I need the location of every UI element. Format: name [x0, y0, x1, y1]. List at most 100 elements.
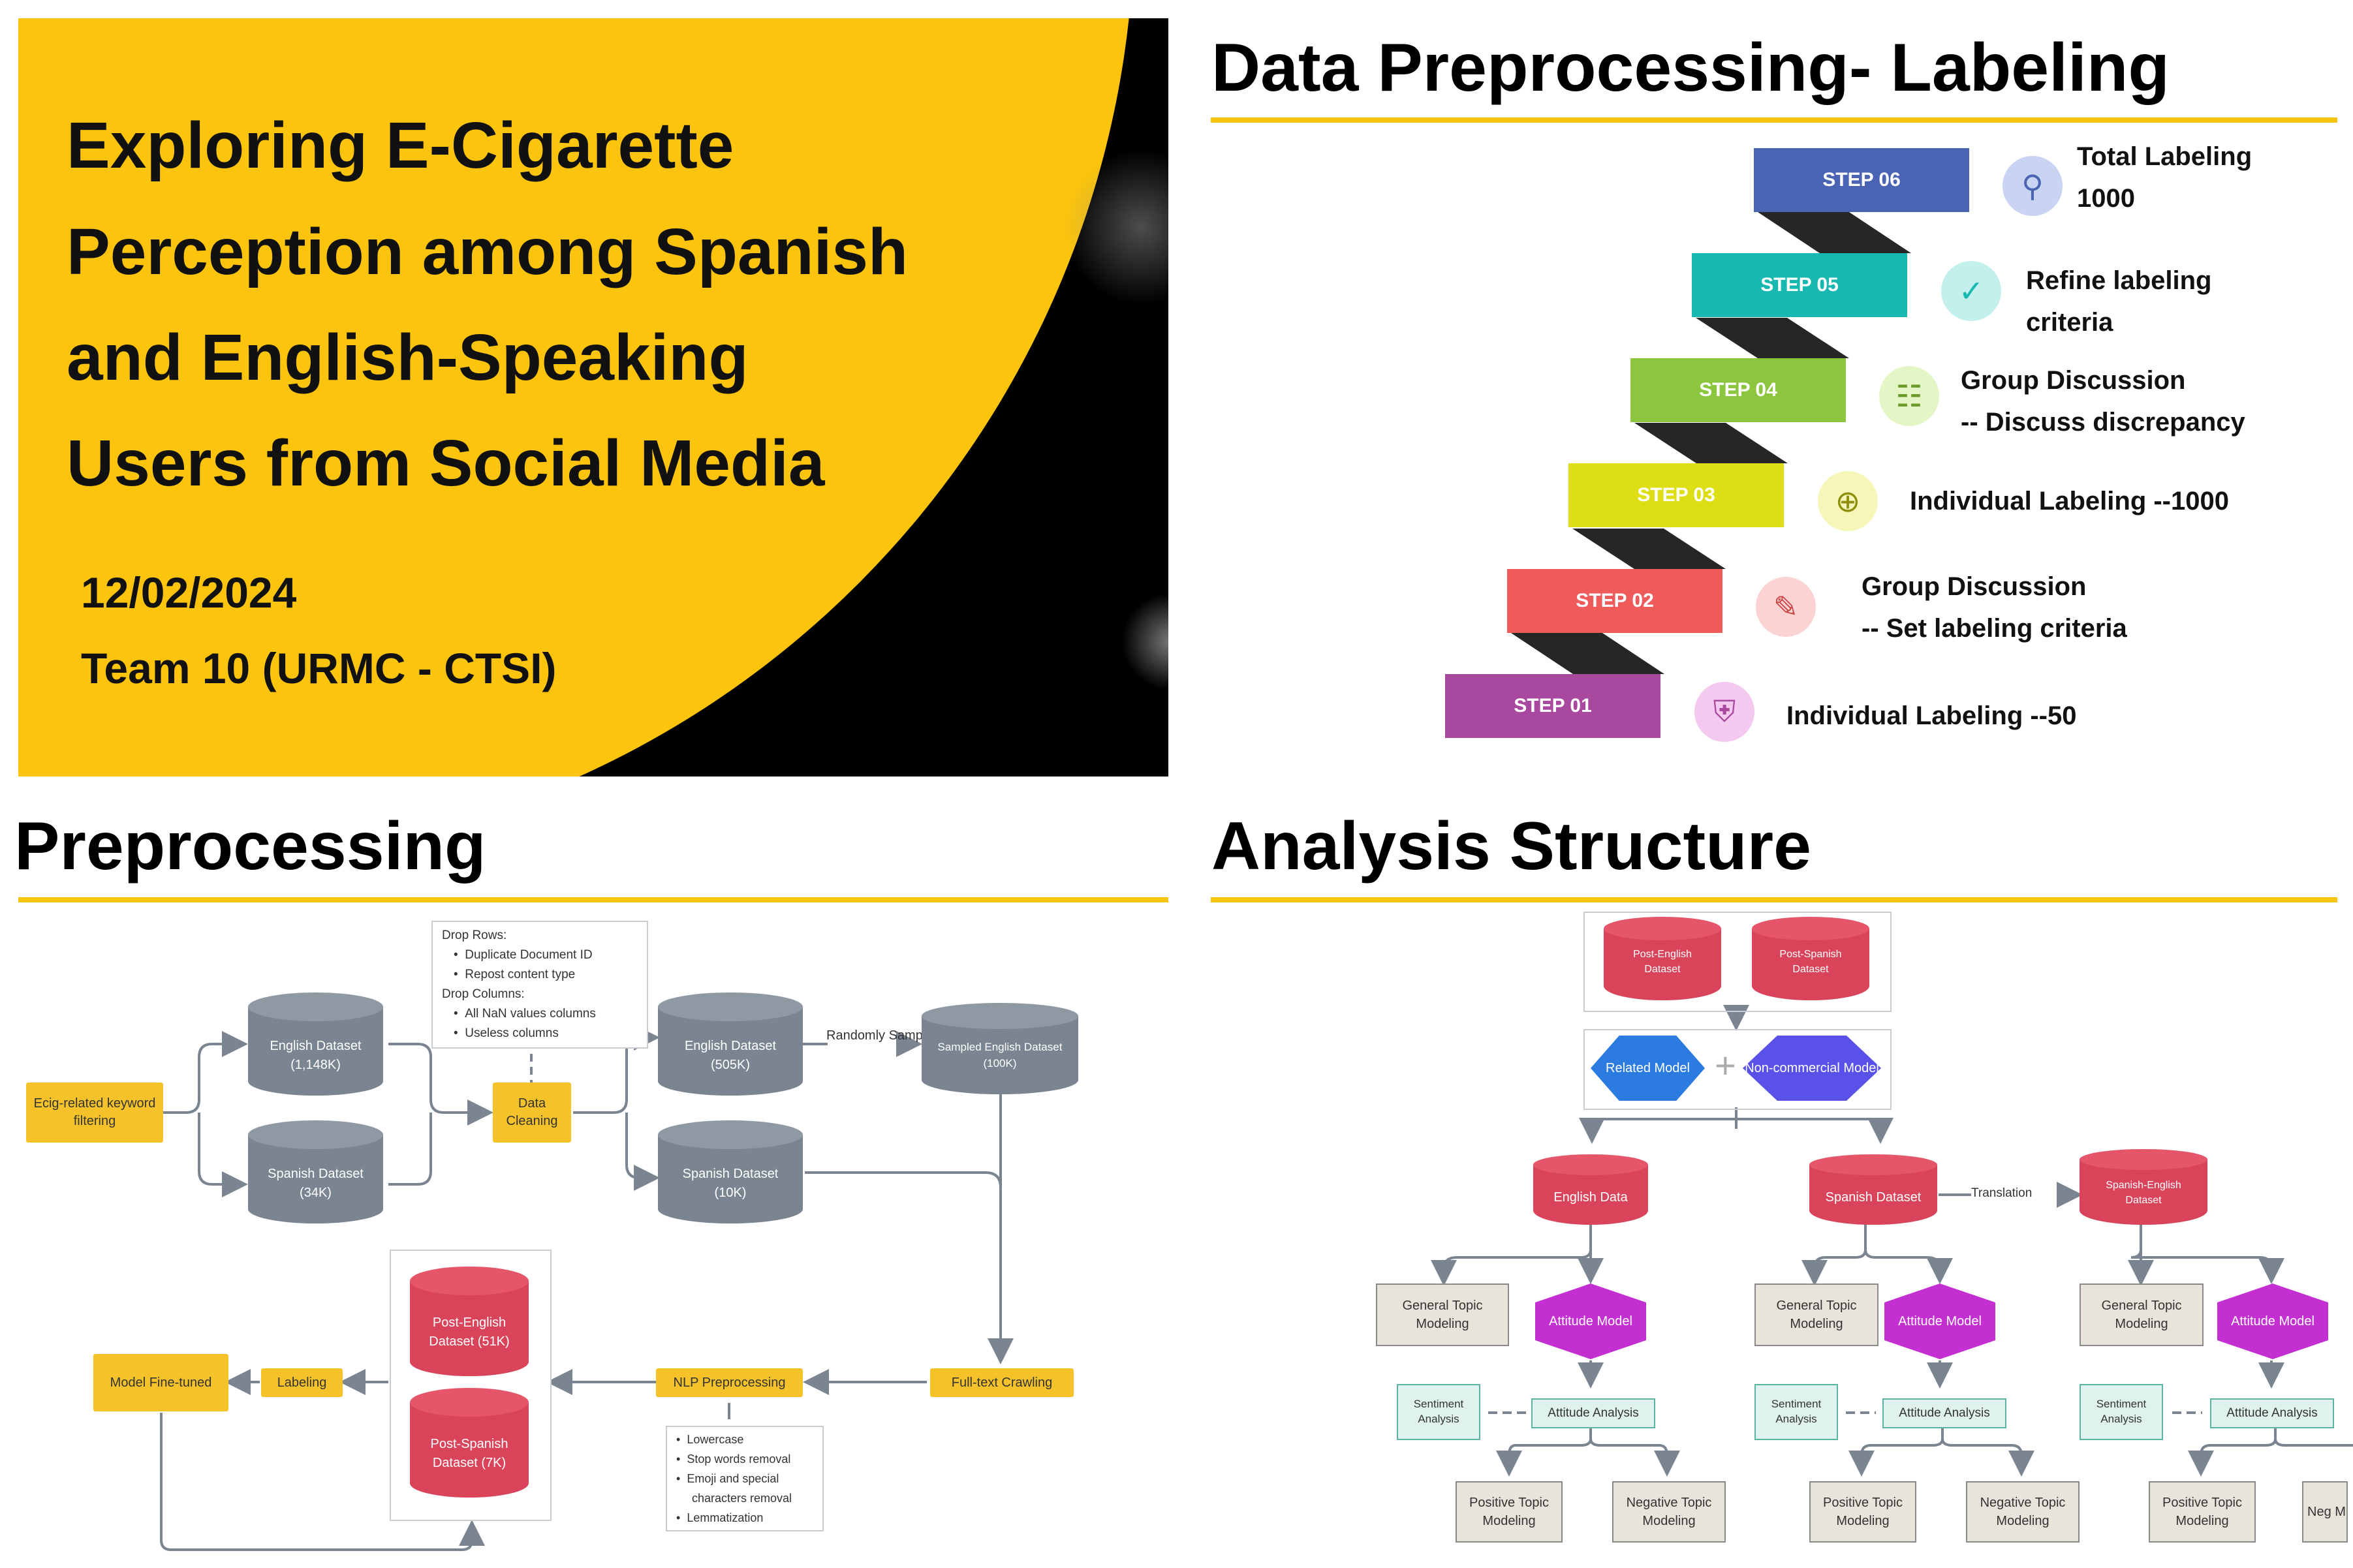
nlp-preprocessing-node: NLP Preprocessing [656, 1368, 803, 1397]
dataset-name: Post-Spanish Dataset [1779, 949, 1842, 976]
presentation-date: 12/02/2024 [81, 568, 297, 617]
step-05-bar: STEP 05 [1692, 253, 1907, 317]
analysis-heading: Analysis Structure [1211, 808, 1811, 884]
step-04-text-line: Group Discussion [1961, 366, 2186, 395]
heading-underline [18, 897, 1168, 902]
negative-topic-modeling-box: Negative Topic Modeling [1612, 1481, 1726, 1543]
negative-topic-modeling-box-clipped: Neg M [2302, 1481, 2348, 1543]
general-topic-modeling-box: General Topic Modeling [1376, 1284, 1509, 1346]
stair-connector [1634, 423, 1788, 463]
document-shield-icon: ⛨ [1694, 682, 1754, 742]
step-05-text: Refine labeling criteria [2026, 260, 2212, 343]
drop-columns-item: • Useless columns [454, 1026, 559, 1040]
dataset-name: Post-Spanish Dataset (7K) [430, 1437, 508, 1470]
step-06-bar: STEP 06 [1754, 148, 1969, 212]
stair-connector [1696, 318, 1849, 358]
plus-sign: + [1715, 1045, 1736, 1086]
general-topic-modeling-box: General Topic Modeling [2080, 1284, 2204, 1346]
sentiment-analysis-box: Sentiment Analysis [1397, 1384, 1480, 1440]
labeling-node: Labeling [261, 1368, 343, 1397]
english-data-cylinder: English Data [1533, 1154, 1648, 1225]
stair-connector [1572, 529, 1726, 569]
nlp-steps-notes: • Lowercase • Stop words removal • Emoji… [666, 1426, 824, 1531]
edit-document-icon: ✎ [1756, 577, 1816, 637]
post-datasets-group [1583, 912, 1892, 1012]
title-line: Exploring E-Cigarette [67, 109, 734, 182]
drop-columns-item: • All NaN values columns [454, 1007, 596, 1021]
network-document-icon: ⚲ [2002, 156, 2063, 216]
step-05-text-line: criteria [2026, 308, 2113, 337]
nlp-step-item: • Stop words removal [676, 1453, 791, 1466]
drop-columns-title: Drop Columns: [442, 987, 525, 1001]
step-01-bar: STEP 01 [1445, 674, 1660, 738]
sentiment-analysis-box: Sentiment Analysis [1754, 1384, 1838, 1440]
dataset-count: (10K) [714, 1186, 747, 1200]
sampled-english-cylinder: Sampled English Dataset (100K) [922, 1003, 1078, 1094]
spanish-dataset-cylinder: Spanish Dataset (34K) [248, 1120, 383, 1223]
step-06-text-line: 1000 [2077, 184, 2135, 213]
sentiment-analysis-box: Sentiment Analysis [2080, 1384, 2163, 1440]
related-model-hexagon: Related Model [1591, 1036, 1705, 1101]
step-02-text-line: Group Discussion [1862, 572, 2087, 601]
translation-label: Translation [1971, 1186, 2033, 1200]
dataset-name: Spanish Dataset [1825, 1190, 1922, 1205]
stair-connector [1758, 212, 1911, 253]
cleaning-notes: Drop Rows: • Duplicate Document ID • Rep… [431, 921, 648, 1049]
post-spanish-cylinder: Post-Spanish Dataset (7K) [410, 1388, 529, 1498]
heading-underline [1211, 897, 2337, 902]
step-05-text-line: Refine labeling [2026, 266, 2212, 295]
step-02-bar: STEP 02 [1507, 569, 1722, 633]
models-group [1583, 1029, 1892, 1110]
step-03-text-line: Individual Labeling --1000 [1910, 487, 2229, 515]
randomly-sampled-label: Randomly Sampled [826, 1028, 941, 1043]
title-slide-background-texture [1121, 592, 1168, 690]
preprocessing-connectors [160, 1024, 1014, 1551]
nlp-step-item: • Emoji and special characters removal [676, 1472, 792, 1505]
data-cleaning-node: Data Cleaning [493, 1083, 571, 1143]
ecig-filter-node: Ecig-related keyword filtering [26, 1083, 163, 1143]
step-03-text: Individual Labeling --1000 [1910, 480, 2229, 522]
document-globe-icon: ⊕ [1818, 471, 1878, 531]
dataset-name: Post-English Dataset (51K) [429, 1315, 510, 1349]
dataset-name: English Dataset [684, 1039, 777, 1053]
dataset-count: (100K) [983, 1056, 1017, 1069]
attitude-analysis-box: Attitude Analysis [1882, 1398, 2006, 1428]
analysis-connectors [1431, 1005, 2353, 1477]
dataset-count: (1,148K) [290, 1058, 341, 1072]
positive-topic-modeling-box: Positive Topic Modeling [1456, 1481, 1563, 1543]
dataset-count: (34K) [300, 1186, 332, 1200]
dataset-name: Sampled English Dataset [937, 1041, 1063, 1053]
step-01-text-line: Individual Labeling --50 [1786, 701, 2077, 730]
drop-rows-item: • Duplicate Document ID [454, 948, 593, 962]
team-name: Team 10 (URMC - CTSI) [81, 644, 557, 692]
dataset-name: Spanish Dataset [268, 1167, 364, 1181]
negative-topic-modeling-box: Negative Topic Modeling [1966, 1481, 2080, 1543]
attitude-analysis-box: Attitude Analysis [1531, 1398, 1655, 1428]
dataset-name: English Data [1553, 1190, 1628, 1205]
step-03-bar: STEP 03 [1568, 463, 1784, 527]
stair-connector [1511, 633, 1664, 674]
nlp-step-item: • Lemmatization [676, 1511, 764, 1524]
preprocessing-heading: Preprocessing [14, 808, 486, 884]
analysis-panel: Analysis Structure [1209, 793, 2353, 1568]
labeling-panel: Data Preprocessing- Labeling STEP 06 STE… [1209, 13, 2353, 783]
title-line: Users from Social Media [67, 427, 825, 500]
dataset-name: Spanish-English Dataset [2106, 1180, 2181, 1207]
drop-rows-title: Drop Rows: [442, 929, 507, 942]
step-01-text: Individual Labeling --50 [1786, 695, 2077, 737]
nlp-step-item: • Lowercase [676, 1433, 744, 1446]
english-clean-cylinder: English Dataset (505K) [658, 992, 803, 1096]
dataset-count: (505K) [710, 1058, 751, 1072]
post-english-cylinder: Post-English Dataset [1604, 917, 1721, 1000]
spanish-english-cylinder: Spanish-English Dataset [2080, 1149, 2207, 1225]
attitude-analysis-box: Attitude Analysis [2210, 1398, 2334, 1428]
heading-underline [1211, 117, 2337, 123]
dataset-name: Spanish Dataset [682, 1167, 779, 1181]
positive-topic-modeling-box: Positive Topic Modeling [1809, 1481, 1916, 1543]
document-check-icon: ✓ [1941, 261, 2001, 321]
stair-connectors [1511, 212, 1911, 674]
post-spanish-cylinder: Post-Spanish Dataset [1752, 917, 1869, 1000]
drop-rows-item: • Repost content type [454, 968, 576, 981]
labeling-heading: Data Preprocessing- Labeling [1211, 30, 2170, 106]
dataset-name: English Dataset [270, 1039, 362, 1053]
